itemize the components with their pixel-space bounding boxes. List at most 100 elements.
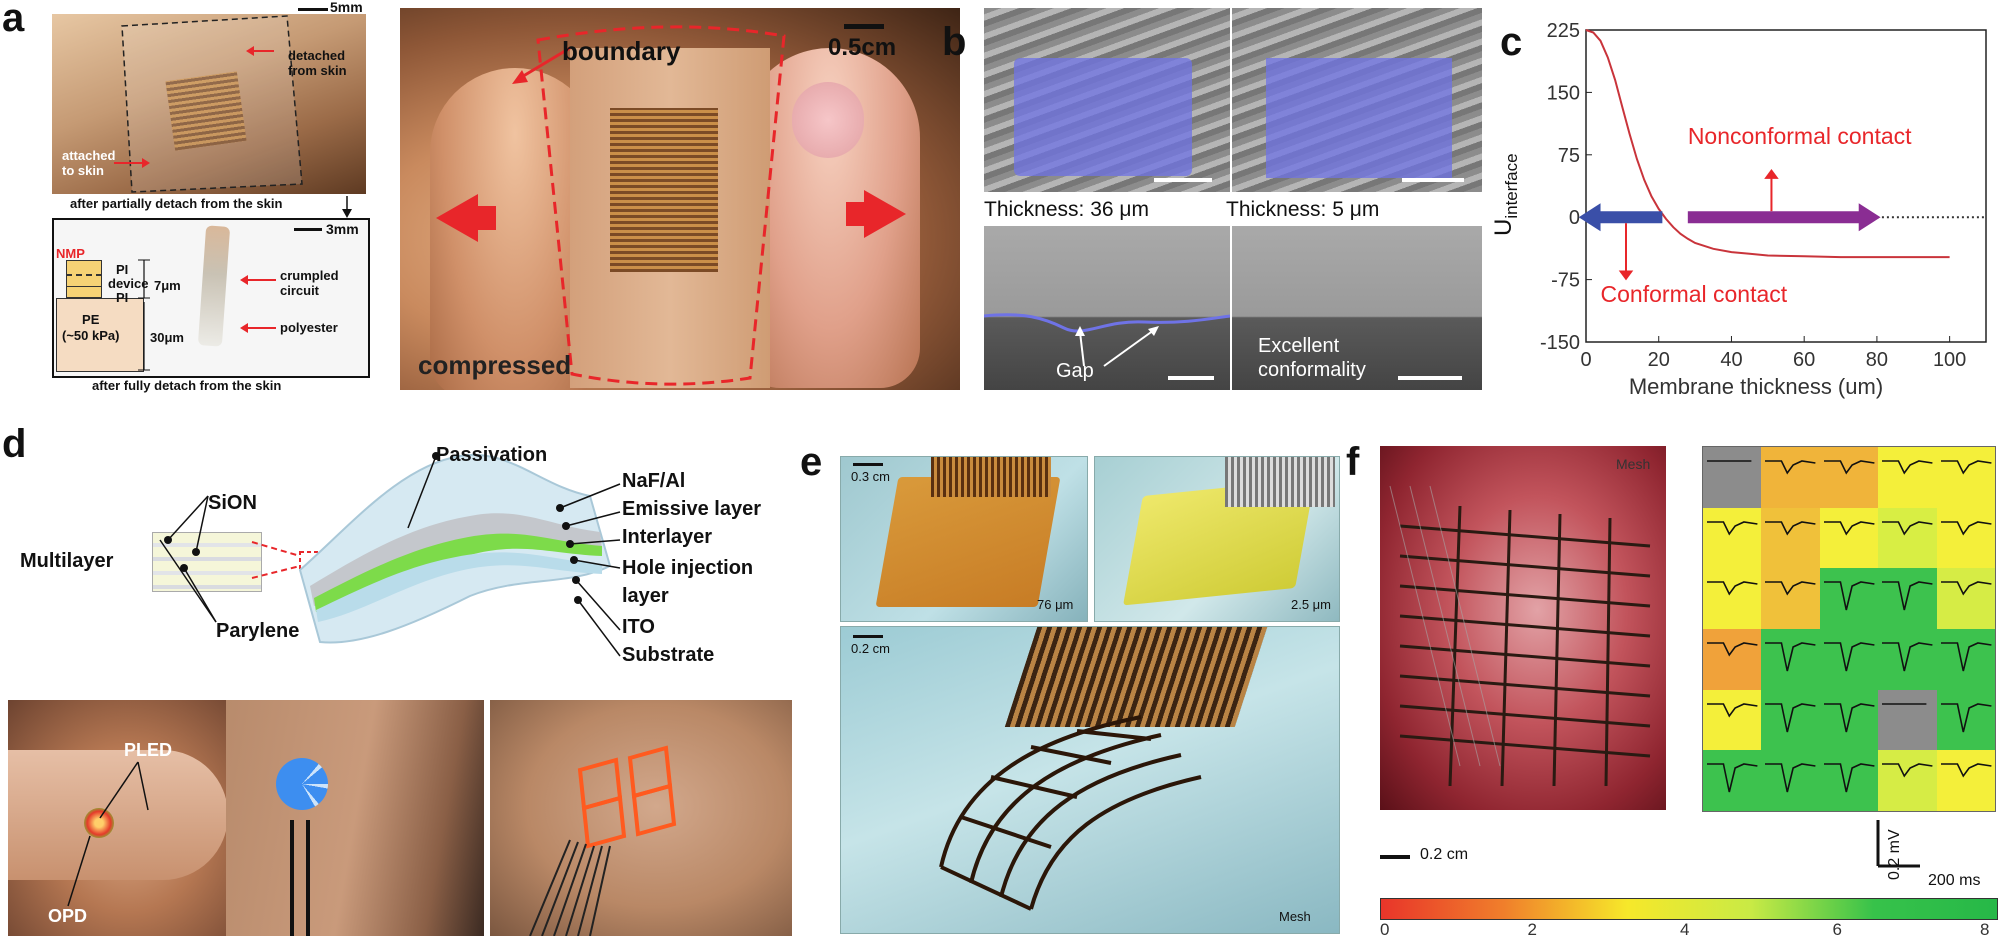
mesh-photo-25um: 2.5 μm [1094,456,1340,622]
y-tick-label: -150 [1540,332,1580,354]
waveform-trace [1765,581,1816,596]
waveform-trace [1765,642,1816,672]
layer-callout-lines [159,452,621,657]
sion-label: SiON [208,492,257,514]
y-axis-label: Uinterface [1490,153,1522,236]
substrate-label: Substrate [622,644,715,666]
heatmap-cell [1936,568,1995,629]
x-tick-label: 20 [1648,349,1670,371]
x-tick-label: 100 [1933,349,1966,371]
nonconformal-arrowhead [1858,203,1881,232]
blue-overlay-36um [1014,58,1192,176]
heatmap-cell [1819,689,1879,751]
waveform-path [1940,702,1992,732]
heatmap-cell [1703,629,1762,690]
heatmap-cell [1761,629,1820,690]
panel-label-d: d [2,422,27,466]
nonconformal-pointer-head [1764,168,1779,179]
time-scale-label: 200 ms [1928,872,1981,889]
heatmap-cell [1819,507,1879,569]
waveform-trace [1940,763,1992,778]
multilayer-label: Multilayer [20,550,114,572]
waveform-path [1707,763,1758,793]
waveform-trace [1940,702,1992,732]
waveform-trace [1823,642,1875,672]
waveform-trace [1765,702,1816,732]
pe-label: PE (~50 kPa) [62,312,120,343]
crumpled-circuit [610,108,718,272]
colorbar-tick-label: 8 [1980,920,1990,939]
waveform-path [1940,763,1992,778]
ribbon-cable-76um [931,457,1051,497]
naf-al-label: NaF/Al [622,470,686,492]
waveform-path [1940,460,1992,475]
colorbar-tick-label: 4 [1680,920,1690,939]
nonconformal-label: Nonconformal contact [1688,123,1912,149]
panel-a-big-photo: boundary 0.5cm compressed [400,8,960,390]
mesh-label-f: Mesh [1616,456,1651,472]
heatmap-cell [1703,447,1762,508]
brain-electrode-grid [1389,485,1651,787]
waveform-trace [1707,642,1758,657]
pe-block [56,298,144,372]
waveform-trace [1882,581,1933,611]
y-tick-label: 75 [1558,145,1580,167]
oled-layer-stack [298,453,612,644]
heatmap-cell [1761,689,1820,751]
right-compress-arrow [846,190,906,238]
waveform-trace [1882,460,1933,475]
blue-display-icon [276,758,328,810]
waveform-path [1882,460,1933,475]
film-outline [121,15,303,193]
waveform-path [1707,702,1758,718]
x-tick-label: 0 [1580,349,1591,371]
brain-mesh-photo: Mesh [1380,446,1666,810]
waveform-trace [1823,581,1875,611]
heatmap-cell [1936,750,1995,811]
waveform-path [1940,642,1992,672]
hole-injection-label: Hole injection layer [622,557,754,607]
waveform-trace [1823,460,1875,475]
waveform-trace [1940,460,1992,475]
emissive-layer-label: Emissive layer [622,498,761,520]
heatmap-cell [1878,568,1937,629]
passivation-label: Passivation [436,444,548,466]
waveform-trace [1882,702,1927,705]
mesh-electrodes [939,715,1202,911]
caption-partial-detach: after partially detach from the skin [70,196,283,211]
pled-light [84,808,114,838]
waveform-trace [1765,763,1816,793]
scale-bar-5mm [298,8,328,11]
heatmap-cell [1878,689,1937,751]
sem-image-36um-top [984,8,1230,192]
waveform-path [1765,460,1816,475]
hanging-film [197,225,231,347]
waveform-path [1765,763,1816,793]
waveform-trace [1823,763,1875,793]
left-compress-arrow [436,194,496,242]
pled-callouts [67,761,149,907]
detached-arrow [246,46,274,56]
heatmap-cell [1761,507,1820,569]
waveform-trace [1707,520,1758,536]
y-tick-label: 225 [1547,20,1580,42]
waveform-path [1940,520,1992,536]
y-axis-label-main: U [1490,218,1517,236]
scale-label-02cm: 0.2 cm [851,641,891,656]
waveform-path [1823,642,1875,672]
heatmap-cell [1878,629,1937,690]
waveform-path [1882,520,1933,536]
boundary-label: boundary [562,36,681,66]
waveform-path [1765,520,1816,536]
scale-label-5mm: 5mm [330,0,363,15]
waveform-trace [1882,642,1933,672]
heatmap-cell [1936,629,1995,690]
heatmap-cell [1819,750,1879,811]
callout-arrows [240,275,276,333]
heatmap-cell [1703,507,1762,569]
waveform-path [1823,702,1875,732]
waveform-trace [1940,581,1992,596]
panel-label-e: e [800,440,823,484]
ito-label: ITO [622,616,655,638]
waveform-trace [1707,460,1752,462]
